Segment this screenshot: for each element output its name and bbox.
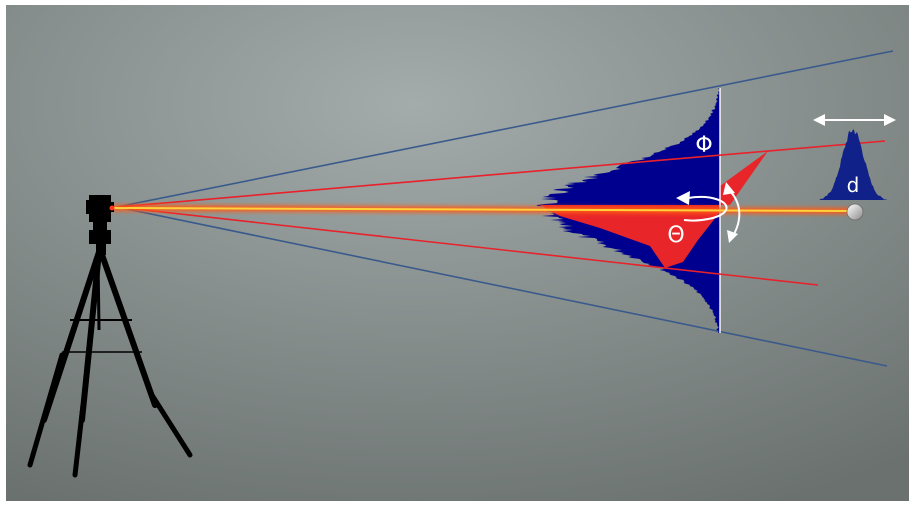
inner-cone-lower-line <box>116 206 819 286</box>
tripod-laser-scanner-icon <box>27 195 193 478</box>
theta-arrowhead-icon <box>676 191 690 205</box>
theta-label: Θ <box>667 223 684 248</box>
phi-arrowhead-down-icon <box>727 230 738 243</box>
background-gradient <box>6 5 909 501</box>
d-distribution-shape <box>819 129 887 200</box>
inner-cone-upper-line <box>116 140 886 208</box>
sphere-target-icon <box>846 203 864 221</box>
laser-aperture-icon <box>109 205 115 211</box>
phi-arrowhead-up-icon <box>723 182 735 195</box>
d-label: d <box>847 173 860 197</box>
range-double-arrow-icon <box>813 114 896 126</box>
phi-label: Φ <box>695 133 712 158</box>
theta-rotation-arrow-icon <box>683 196 728 222</box>
d-distribution <box>819 129 887 200</box>
outer-cone-upper-line <box>116 50 894 208</box>
laser-beam <box>111 207 851 212</box>
theta-distribution-lower <box>540 205 720 268</box>
outer-cone-lower-line <box>116 206 888 367</box>
